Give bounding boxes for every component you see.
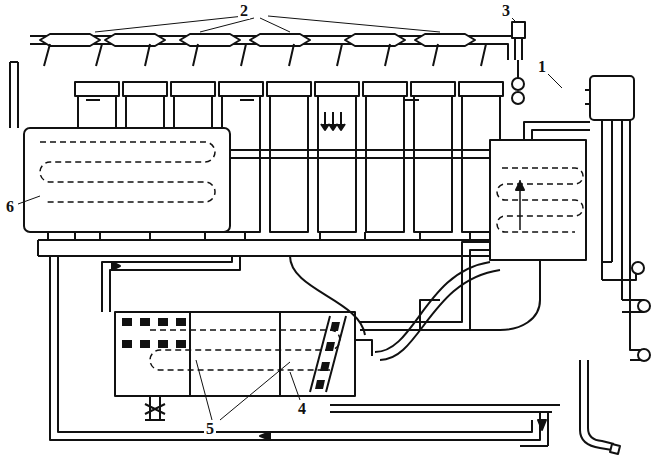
callout-number: 5 (204, 420, 216, 438)
callout-number: 5 (204, 421, 216, 437)
callout-number: 1 (536, 59, 548, 75)
pipework (10, 22, 650, 454)
callout-number: 6 (4, 199, 16, 215)
callout-number: 3 (500, 2, 512, 20)
callout-number: 4 (296, 401, 308, 417)
callout-number: 2 (238, 2, 250, 20)
callout-number: 3 (500, 3, 512, 19)
callout-number: 4 (296, 400, 308, 418)
leader-lines (18, 16, 562, 420)
callout-number: 1 (536, 58, 548, 76)
callout-number: 2 (238, 3, 250, 19)
callout-number: 6 (4, 198, 16, 216)
